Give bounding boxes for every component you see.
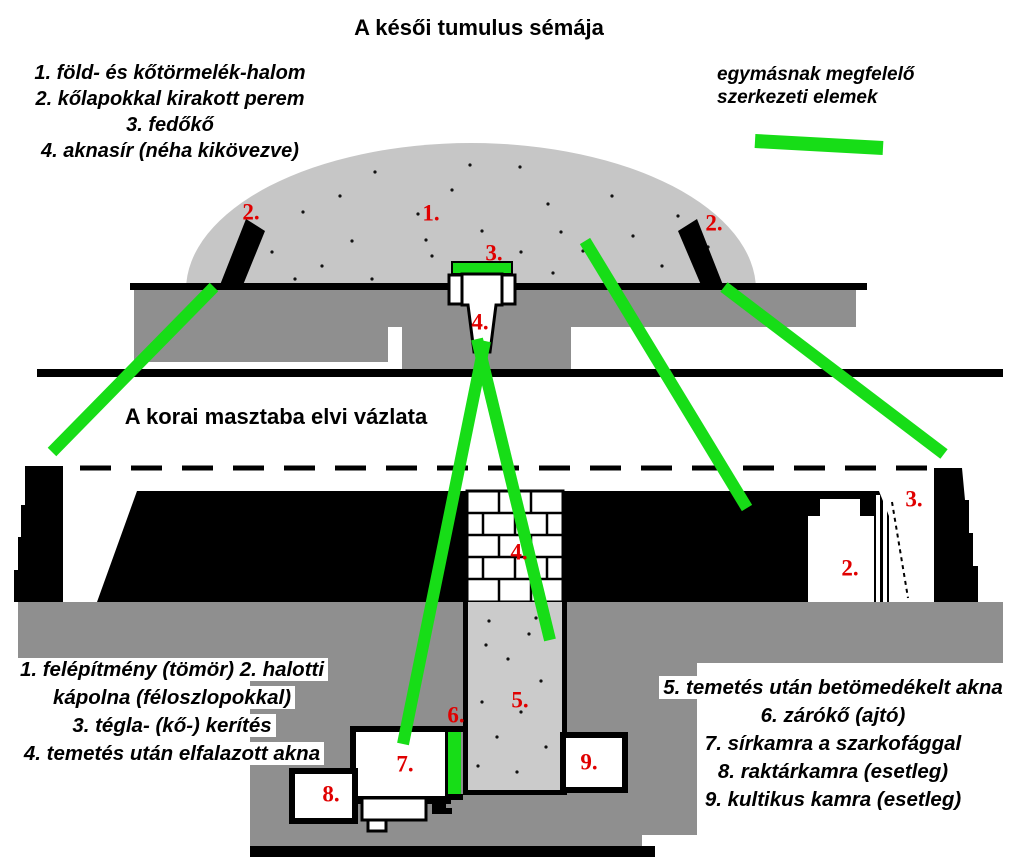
shaft-lip-right: [500, 273, 517, 306]
chapel-half-column-2: [883, 495, 887, 602]
enclosure-wall-left: [14, 466, 63, 602]
sarcophagus: [360, 796, 428, 822]
tumulus-title: A késői tumulus sémája: [354, 15, 604, 40]
rim-slab-left: [220, 219, 265, 285]
mastaba-right-legend-item-8: 8. raktárkamra (esetleg): [640, 758, 1024, 786]
mastaba-left-legend-item-1: 1. felépítmény (tömör) 2. halotti: [0, 656, 344, 684]
label-mastaba-cult-chamber-9: 9.: [580, 749, 598, 775]
tumulus-mound-shape: [186, 143, 756, 290]
connector-legend-sample: [754, 134, 884, 155]
label-tumulus-mound-1: 1.: [422, 200, 440, 226]
label-mastaba-burial-chamber-7: 7.: [396, 751, 414, 777]
chamber-steps: [432, 796, 452, 814]
label-mastaba-filled-shaft-5: 5.: [511, 687, 529, 713]
mastaba-right-legend-item-5: 5. temetés után betömedékelt akna: [640, 674, 1024, 702]
label-mastaba-shaft-4: 4.: [510, 539, 528, 565]
mastaba-right-legend-item-6: 6. zárókő (ajtó): [640, 702, 1024, 730]
cult-chamber-interior: [566, 738, 622, 787]
connector-shaft-to-chamber: [397, 339, 491, 746]
correspondence-note-line1: egymásnak megfelelő: [717, 64, 915, 85]
label-tumulus-shaft-4: 4.: [471, 309, 489, 335]
chapel-niche: [808, 516, 874, 602]
correspondence-connectors: [47, 134, 948, 746]
mastaba-left-legend-item-2: kápolna (féloszlopokkal): [0, 684, 344, 712]
section-divider-line: [37, 369, 1003, 377]
connector-rim-right-to-fence: [720, 282, 948, 459]
tumulus-legend-item-1: 1. föld- és kőtörmelék-halom: [34, 62, 306, 84]
connector-rim-left-to-wall: [47, 282, 219, 457]
correspondence-note: egymásnak megfelelő szerkezeti elemek: [717, 63, 914, 109]
chapel-half-column-1: [876, 495, 880, 602]
storage-chamber-interior: [295, 774, 352, 818]
tumulus-legend-item-4: 4. aknasír (néha kikövezve): [41, 140, 299, 162]
mastaba-left-legend: 1. felépítmény (tömör) 2. halotti kápoln…: [0, 656, 344, 768]
label-mastaba-storage-chamber-8: 8.: [322, 781, 340, 807]
sarcophagus-foot: [366, 818, 388, 833]
label-mastaba-doorstone-6: 6.: [447, 702, 465, 728]
label-tumulus-coverstone-3: 3.: [485, 240, 503, 266]
door-stone-green: [448, 731, 461, 795]
mastaba-left-legend-item-3: 3. tégla- (kő-) kerítés: [0, 712, 344, 740]
correspondence-note-line2: szerkezeti elemek: [717, 87, 878, 108]
mastaba-right-legend: 5. temetés után betömedékelt akna 6. zár…: [640, 674, 1024, 814]
mastaba-right-legend-item-9: 9. kultikus kamra (esetleg): [640, 786, 1024, 814]
shaft-lip-left: [447, 273, 464, 306]
connector-mound-to-superstructure: [579, 237, 753, 512]
label-mastaba-fence-3: 3.: [905, 486, 923, 512]
chapel-niche-top-step: [820, 499, 860, 516]
label-tumulus-rim-right-2: 2.: [705, 210, 723, 236]
mastaba-title: A korai masztaba elvi vázlata: [124, 404, 428, 429]
door-stone-cap-top: [446, 726, 463, 732]
tumulus-legend-item-2: 2. kőlapokkal kirakott perem: [35, 88, 305, 110]
tumulus-legend-item-3: 3. fedőkő: [126, 114, 214, 136]
enclosure-wall-right: [934, 468, 978, 602]
mastaba-left-legend-item-4: 4. temetés után elfalazott akna: [0, 740, 344, 768]
label-tumulus-rim-left-2: 2.: [242, 199, 260, 225]
tumulus-legend-list: 1. föld- és kőtörmelék-halom 2. kőlapokk…: [20, 60, 320, 164]
bottom-black-bar: [250, 846, 655, 857]
cover-stone-green: [451, 261, 513, 275]
rim-slab-right: [678, 219, 723, 285]
label-mastaba-chapel-2: 2.: [841, 555, 859, 581]
connector-shaft-to-shaft: [471, 337, 556, 642]
mastaba-right-legend-item-7: 7. sírkamra a szarkofággal: [640, 730, 1024, 758]
chapel-sloped-edge: [891, 501, 909, 599]
door-stone-cap-bottom: [446, 794, 463, 800]
